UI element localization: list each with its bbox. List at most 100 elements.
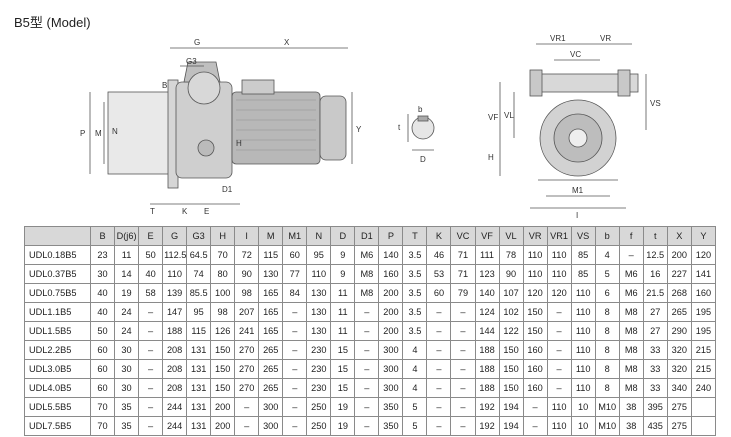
table-cell: 131 (186, 340, 212, 360)
table-cell: 227 (666, 264, 692, 284)
table-cell: 90 (498, 264, 524, 284)
table-cell: 107 (498, 283, 524, 303)
table-cell: 24 (114, 302, 140, 322)
flange-plate (107, 91, 173, 175)
column-header: VF (474, 226, 500, 246)
column-header: M (258, 226, 284, 246)
table-cell: 110 (306, 264, 332, 284)
table-cell: – (354, 378, 380, 398)
table-cell: – (138, 378, 164, 398)
table-cell: 140 (474, 283, 500, 303)
table-cell: 160 (522, 340, 548, 360)
table-cell: 435 (642, 416, 668, 436)
table-cell: 110 (162, 264, 188, 284)
table-cell: 23 (89, 245, 116, 265)
table-cell: 188 (474, 359, 500, 379)
table-cell: 60 (426, 283, 452, 303)
table-cell: 70 (89, 397, 116, 417)
column-header: H (210, 226, 236, 246)
table-cell: 11 (114, 245, 140, 265)
table-cell: – (450, 302, 476, 322)
table-cell: 265 (258, 359, 284, 379)
table-cell: 72 (234, 245, 260, 265)
table-cell: 50 (89, 321, 116, 341)
table-cell: 195 (690, 302, 717, 322)
table-cell: 85.5 (186, 283, 212, 303)
table-cell: 112.5 (162, 245, 188, 265)
table-cell: 150 (522, 302, 548, 322)
table-cell: 200 (378, 302, 404, 322)
table-cell: 15 (330, 378, 356, 398)
column-header: D (330, 226, 356, 246)
label-vf: VF (488, 113, 498, 122)
table-cell: – (546, 302, 572, 322)
column-header: K (426, 226, 452, 246)
table-cell: 110 (546, 264, 572, 284)
table-cell: 115 (258, 245, 284, 265)
column-header: T (402, 226, 428, 246)
table-cell: 120 (546, 283, 572, 303)
table-cell: – (522, 397, 548, 417)
table-cell: – (426, 378, 452, 398)
table-cell: 110 (570, 283, 596, 303)
model-cell: UDL1.5B5 (24, 321, 91, 341)
model-cell: UDL0.18B5 (24, 245, 91, 265)
table-cell: 188 (474, 378, 500, 398)
table-cell: 110 (546, 397, 572, 417)
model-cell: UDL0.75B5 (24, 283, 91, 303)
label-g3: G3 (186, 57, 197, 66)
table-cell: – (354, 340, 380, 360)
table-cell: 160 (522, 378, 548, 398)
table-cell: 40 (89, 283, 116, 303)
label-m1: M1 (572, 186, 584, 195)
label-k: K (182, 207, 188, 216)
table-cell: 85 (570, 264, 596, 284)
model-cell: UDL3.0B5 (24, 359, 91, 379)
table-cell: 300 (378, 340, 404, 360)
table-cell: 340 (666, 378, 692, 398)
table-cell: 3.5 (402, 264, 428, 284)
table-cell: 300 (378, 378, 404, 398)
table-cell: 208 (162, 378, 188, 398)
table-cell: 110 (546, 416, 572, 436)
table-cell: – (546, 359, 572, 379)
table-cell: – (354, 416, 380, 436)
table-cell: – (354, 359, 380, 379)
table-cell: M8 (354, 283, 380, 303)
column-header: G (162, 226, 188, 246)
label-vr: VR (600, 34, 611, 43)
table-cell: 150 (522, 321, 548, 341)
column-header: VR1 (546, 226, 572, 246)
table-cell: 3.5 (402, 302, 428, 322)
table-cell: 8 (594, 378, 620, 398)
table-cell: 110 (522, 245, 548, 265)
table-cell: 5 (402, 397, 428, 417)
table-cell: 230 (306, 378, 332, 398)
table-cell: 70 (210, 245, 236, 265)
table-cell: 111 (474, 245, 500, 265)
table-cell: 79 (450, 283, 476, 303)
label-b: B (162, 81, 167, 90)
table-cell: – (426, 321, 452, 341)
table-cell: 150 (498, 359, 524, 379)
table-cell: 77 (282, 264, 308, 284)
table-cell: 95 (186, 302, 212, 322)
model-cell: UDL0.37B5 (24, 264, 91, 284)
table-cell: 265 (666, 302, 692, 322)
table-cell: 33 (642, 359, 668, 379)
column-header: Y (690, 226, 717, 246)
table-cell: 194 (498, 397, 524, 417)
table-cell: 188 (162, 321, 188, 341)
label-e: E (204, 207, 209, 216)
label-g: G (194, 38, 200, 47)
table-cell: 130 (306, 302, 332, 322)
table-cell: 250 (306, 397, 332, 417)
table-cell: 60 (89, 378, 116, 398)
table-cell: 139 (162, 283, 188, 303)
column-header: t (642, 226, 668, 246)
table-cell: – (282, 416, 308, 436)
table-cell: 110 (522, 264, 548, 284)
drawing-svg: G X G3 B P M N H T K E D1 Y t b D VR1 VR… (80, 34, 661, 220)
